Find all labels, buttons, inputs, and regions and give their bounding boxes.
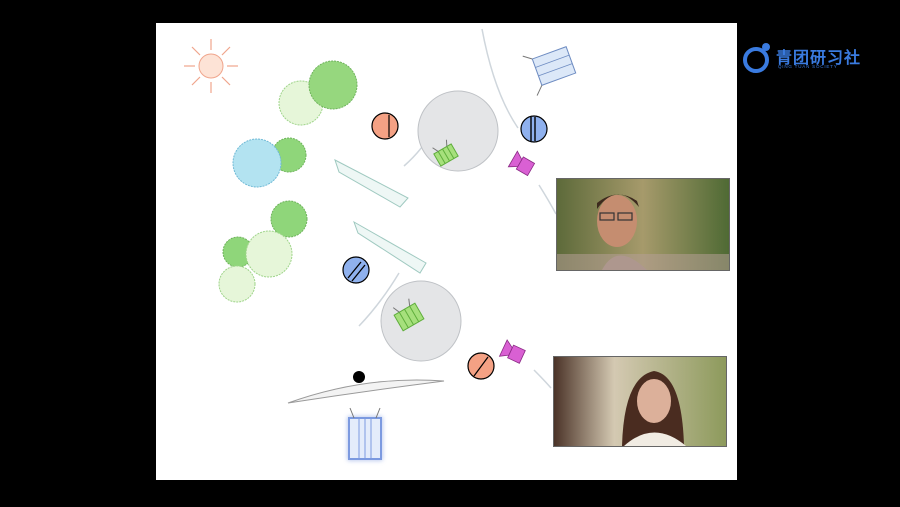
key-light-1 (417, 90, 499, 172)
light-box-icon (348, 407, 382, 460)
logo-icon (743, 43, 770, 73)
sun-icon (184, 39, 238, 93)
brand-logo: 青团研习社 QING TUAN SOCIETY (742, 42, 882, 76)
light-fixture-icon (432, 139, 459, 167)
reflector-icon (287, 371, 445, 404)
brand-tagline: QING TUAN SOCIETY (778, 64, 838, 69)
light-box-icon (522, 46, 577, 96)
actor-marker-icon (342, 256, 370, 284)
lighting-diagram (184, 28, 577, 460)
key-light-2 (380, 280, 462, 362)
diffuser-panel (334, 158, 427, 274)
light-fixture-icon (392, 298, 425, 332)
camera-icon (498, 339, 526, 364)
still-image-man-smiling (556, 178, 730, 271)
still-image-woman-looking-down (553, 356, 727, 447)
camera-icon (507, 150, 536, 177)
reflector-line (358, 28, 557, 389)
slide (156, 23, 737, 480)
tree-icon (218, 60, 358, 303)
actor-marker-icon (520, 115, 548, 143)
actor-marker-icon (371, 112, 399, 140)
brand-name: 青团研习社 (776, 50, 862, 67)
actor-marker-icon (467, 352, 495, 380)
